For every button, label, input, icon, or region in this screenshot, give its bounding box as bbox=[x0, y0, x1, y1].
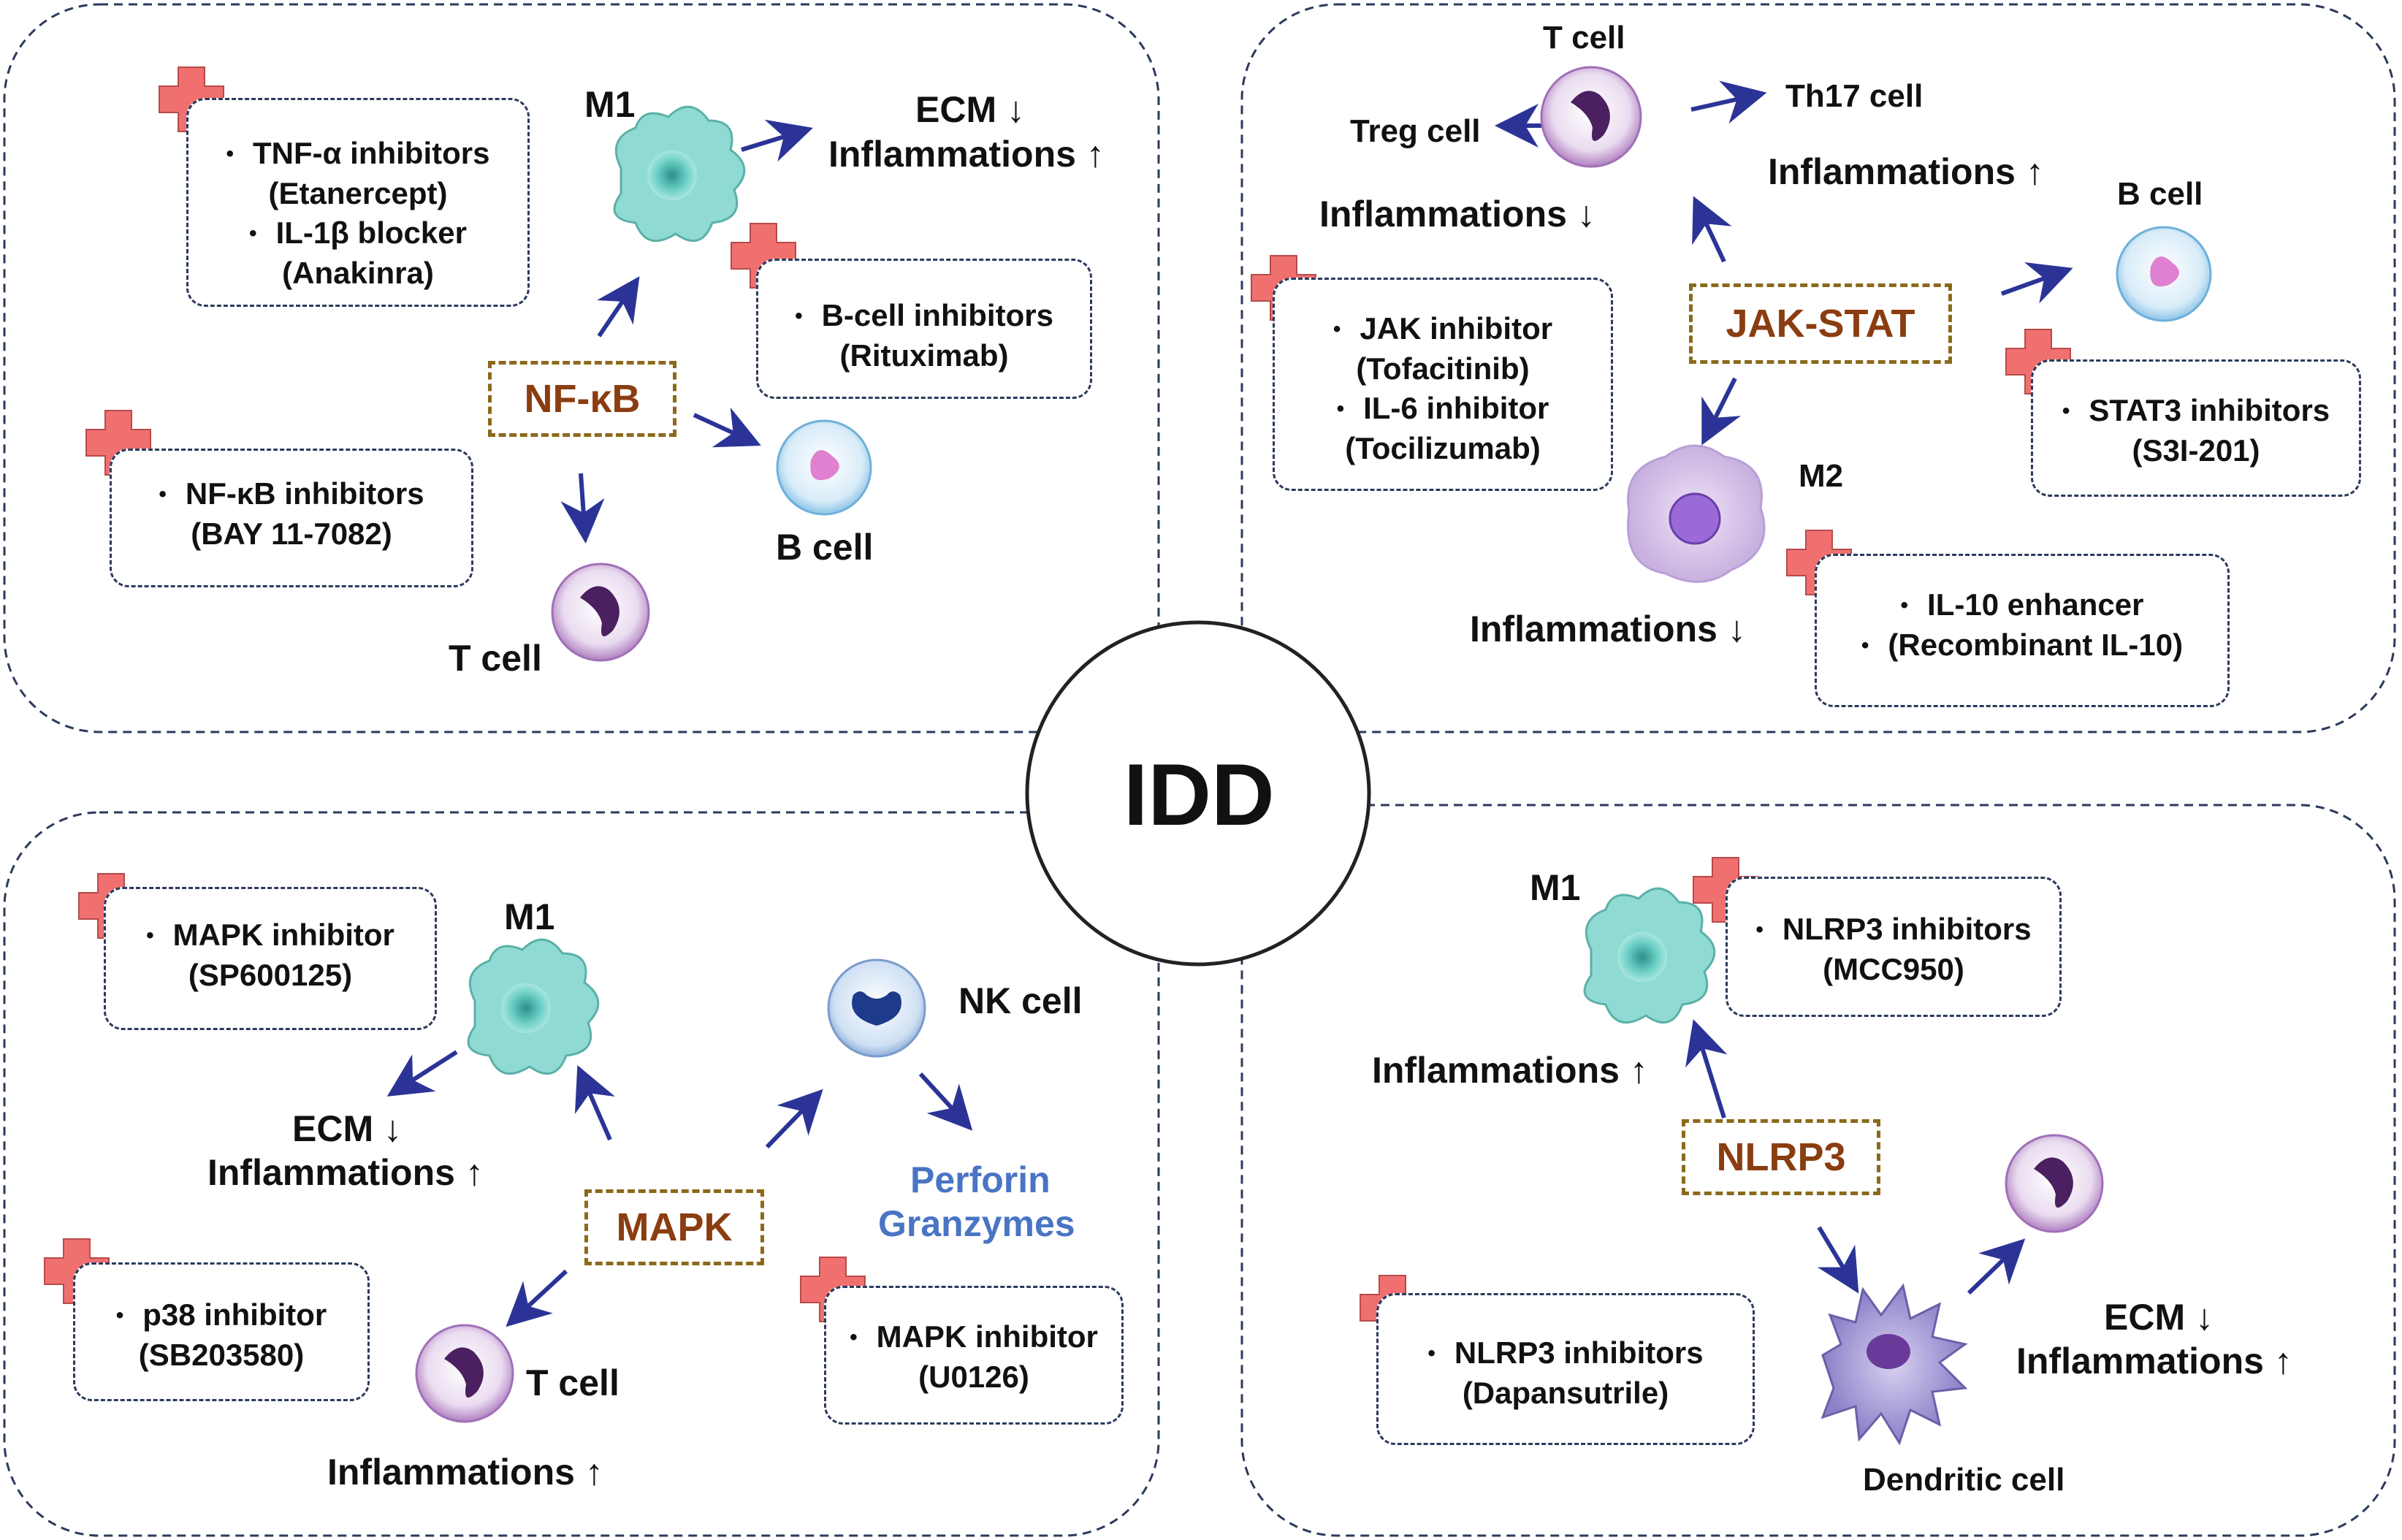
t-cell-icon bbox=[551, 563, 650, 662]
th17-cell-label: Th17 cell bbox=[1785, 78, 1923, 114]
drug-text: MAPK inhibitor bbox=[123, 915, 417, 956]
drug-text: B-cell inhibitors bbox=[776, 296, 1072, 336]
drug-box-p38: p38 inhibitor (SB203580) bbox=[73, 1262, 370, 1401]
ecm-label: ECM ↓ bbox=[292, 1108, 402, 1149]
jakstat-pathway-box: JAK-STAT bbox=[1689, 283, 1952, 364]
drug-box-mapk-u0126: MAPK inhibitor (U0126) bbox=[824, 1286, 1124, 1425]
mapk-pathway-box: MAPK bbox=[584, 1189, 764, 1265]
b-cell-icon bbox=[776, 419, 872, 516]
quadrant-jakstat-frame bbox=[1240, 3, 2396, 733]
inflammation-label: Inflammations ↑ bbox=[1372, 1050, 1648, 1091]
drug-text: IL-1β blocker bbox=[206, 213, 510, 254]
t-cell-icon bbox=[1540, 66, 1642, 168]
b-cell-icon bbox=[2116, 226, 2212, 322]
ecm-label: ECM ↓ bbox=[915, 89, 1025, 130]
drug-text: MAPK inhibitor bbox=[844, 1317, 1104, 1357]
drug-box-tnf-il1: TNF-α inhibitors (Etanercept) IL-1β bloc… bbox=[186, 98, 530, 307]
nfkb-pathway-box: NF-κB bbox=[488, 361, 676, 437]
b-cell-label: B cell bbox=[776, 527, 874, 568]
inflammation-up-label: Inflammations ↑ bbox=[1768, 151, 2044, 192]
drug-box-dapansutrile: NLRP3 inhibitors (Dapansutrile) bbox=[1376, 1293, 1755, 1445]
t-cell-icon bbox=[415, 1324, 514, 1423]
nk-cell-icon bbox=[827, 958, 926, 1058]
drug-text: JAK inhibitor bbox=[1292, 309, 1593, 349]
drug-text: IL-6 inhibitor bbox=[1292, 389, 1593, 429]
drug-text: p38 inhibitor bbox=[93, 1295, 350, 1335]
m1-macrophage-icon bbox=[1583, 887, 1716, 1024]
perforin-label: Perforin bbox=[910, 1159, 1051, 1200]
drug-text: NF-κB inhibitors bbox=[129, 474, 454, 514]
drug-text: (BAY 11-7082) bbox=[191, 516, 392, 551]
drug-text: (SP600125) bbox=[188, 958, 353, 992]
t-cell-label: T cell bbox=[449, 638, 542, 679]
m1-macrophage-icon bbox=[613, 105, 746, 242]
m2-label: M2 bbox=[1799, 458, 1844, 494]
quadrant-mapk-frame bbox=[3, 811, 1160, 1537]
drug-text: (Anakinra) bbox=[282, 256, 434, 290]
drug-text: NLRP3 inhibitors bbox=[1745, 910, 2042, 950]
drug-text: NLRP3 inhibitors bbox=[1396, 1333, 1735, 1373]
t-cell-label: T cell bbox=[526, 1362, 619, 1403]
drug-box-jak-il6: JAK inhibitor (Tofacitinib) IL-6 inhibit… bbox=[1273, 278, 1613, 491]
arrows bbox=[386, 80, 2073, 1327]
drug-box-mapk-sp600125: MAPK inhibitor (SP600125) bbox=[104, 887, 437, 1030]
idd-label: IDD bbox=[1124, 746, 1275, 844]
drug-text: (Recombinant IL-10) bbox=[1834, 625, 2210, 666]
drug-text: STAT3 inhibitors bbox=[2051, 391, 2341, 431]
m1-label: M1 bbox=[504, 896, 555, 937]
dendritic-cell-label: Dendritic cell bbox=[1863, 1462, 2065, 1498]
drug-box-il10: IL-10 enhancer (Recombinant IL-10) bbox=[1815, 554, 2230, 707]
t-cell-label: T cell bbox=[1543, 20, 1625, 56]
m2-macrophage-icon bbox=[1627, 444, 1766, 583]
drug-text: TNF-α inhibitors bbox=[206, 134, 510, 174]
nlrp3-pathway-box: NLRP3 bbox=[1682, 1119, 1880, 1195]
drug-box-bcell: B-cell inhibitors (Rituximab) bbox=[756, 259, 1092, 399]
drug-box-stat3: STAT3 inhibitors (S3I-201) bbox=[2031, 359, 2361, 497]
drug-text: (Dapansutrile) bbox=[1462, 1376, 1669, 1410]
granzymes-label: Granzymes bbox=[878, 1203, 1075, 1244]
jakstat-pathway-label: JAK-STAT bbox=[1726, 302, 1915, 346]
drug-text: (MCC950) bbox=[1823, 952, 1964, 986]
drug-text: (SB203580) bbox=[138, 1338, 305, 1372]
drug-text: IL-10 enhancer bbox=[1834, 585, 2210, 625]
inflammation-label: Inflammations ↑ bbox=[207, 1152, 484, 1193]
nfkb-pathway-label: NF-κB bbox=[524, 377, 641, 421]
m1-label: M1 bbox=[584, 84, 636, 125]
inflammation-down-label: Inflammations ↓ bbox=[1319, 194, 1595, 235]
idd-circle bbox=[1025, 620, 1371, 967]
quadrant-nfkb-frame bbox=[3, 3, 1160, 733]
inflammation-label: Inflammations ↑ bbox=[828, 134, 1105, 175]
drug-text: (S3I-201) bbox=[2132, 433, 2260, 468]
inflammation-down-label-2: Inflammations ↓ bbox=[1470, 609, 1746, 649]
treg-cell-label: Treg cell bbox=[1350, 113, 1481, 149]
inflammation-label-2: Inflammations ↑ bbox=[327, 1452, 603, 1493]
mapk-pathway-label: MAPK bbox=[616, 1205, 733, 1249]
m1-label: M1 bbox=[1530, 867, 1581, 908]
m1-macrophage-icon bbox=[467, 938, 600, 1075]
nk-cell-label: NK cell bbox=[958, 980, 1083, 1021]
drug-text: (Rituximab) bbox=[839, 338, 1009, 373]
drug-text: (Tocilizumab) bbox=[1345, 431, 1541, 465]
inflammation-label-2: Inflammations ↑ bbox=[2016, 1341, 2292, 1381]
drug-box-nfkb: NF-κB inhibitors (BAY 11-7082) bbox=[110, 449, 473, 587]
drug-text: (U0126) bbox=[918, 1360, 1029, 1394]
b-cell-label: B cell bbox=[2117, 176, 2203, 212]
drug-text: (Etanercept) bbox=[268, 176, 448, 210]
drug-text: (Tofacitinib) bbox=[1356, 351, 1530, 386]
quadrant-nlrp3-frame bbox=[1240, 804, 2396, 1537]
ecm-label: ECM ↓ bbox=[2104, 1297, 2214, 1338]
drug-box-mcc950: NLRP3 inhibitors (MCC950) bbox=[1726, 877, 2062, 1017]
dendritic-cell-icon bbox=[1820, 1283, 1968, 1446]
t-cell-icon bbox=[2005, 1134, 2104, 1233]
nlrp3-pathway-label: NLRP3 bbox=[1716, 1135, 1846, 1179]
